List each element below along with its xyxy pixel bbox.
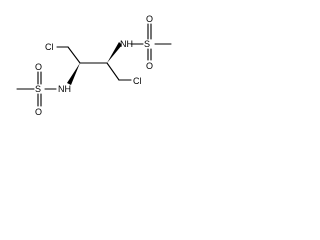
atom-o-bottom-down: O [35,107,42,117]
atom-nh-bottom: NH [58,84,71,94]
structure-diagram: Cl Cl NH NH S S O O O O [16,14,172,117]
atom-o-top-up: O [146,14,153,24]
atom-s-bottom: S [35,84,41,94]
wedge-c2-nh-bottom [67,63,80,85]
bond-c2-c1 [67,46,81,64]
wedge-c3-nh-top [107,42,122,63]
bond-c3-c4 [106,62,120,81]
bonds [16,23,172,107]
atom-o-top-down: O [146,61,153,71]
atom-cl-bottom: Cl [133,76,142,86]
atom-s-top: S [144,39,150,49]
atom-cl-top: Cl [45,42,54,52]
atom-nh-top: NH [120,39,133,49]
atom-o-bottom-up: O [35,62,42,72]
